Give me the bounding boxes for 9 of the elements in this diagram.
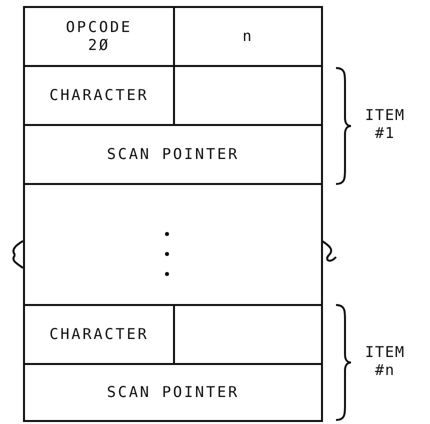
brace-label: ITEM #1 [364,106,406,142]
cell-text: CHARACTER [49,86,149,104]
cell-text: CHARACTER [49,326,149,344]
cell-text: OPCODE 2Ø [64,19,134,54]
cell-text: n [242,28,254,46]
cell-text: SCAN POINTER [106,384,240,402]
brace-label: ITEM #n [364,342,406,378]
cell-text: SCAN POINTER [106,146,240,164]
empty-cell [23,183,323,306]
